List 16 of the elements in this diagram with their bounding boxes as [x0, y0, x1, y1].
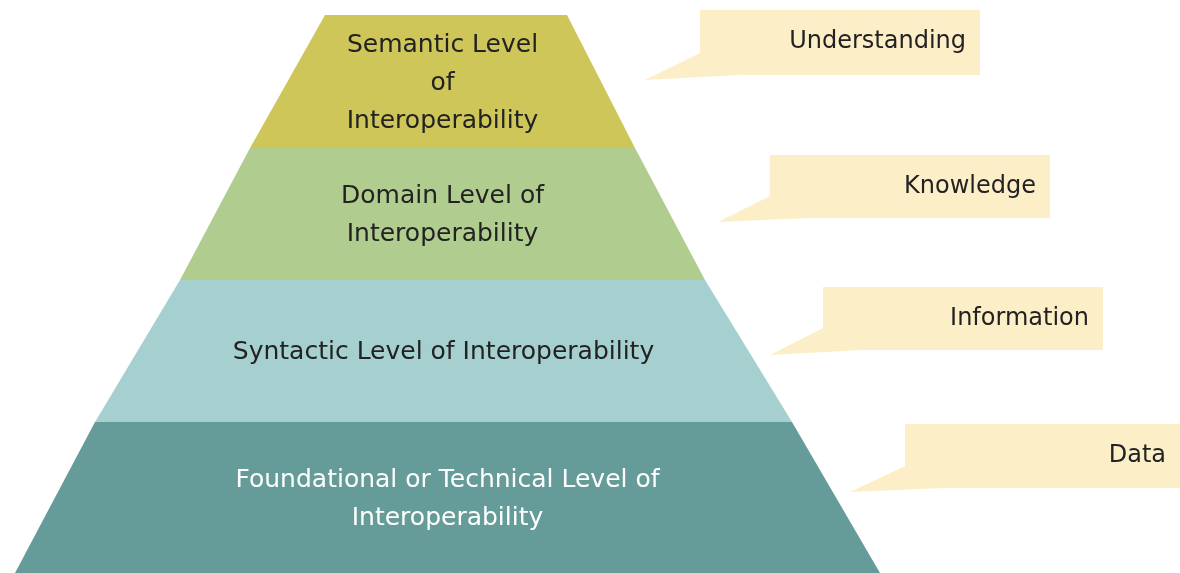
- pyramid-level: [180, 148, 705, 280]
- callout-box: [850, 424, 1180, 492]
- callout-label: Data: [1108, 440, 1166, 468]
- level-label: Domain Level of Interoperability: [340, 179, 546, 249]
- level-label: Foundational or Technical Level of Interoperability: [234, 462, 661, 533]
- pyramid-level: [15, 422, 880, 573]
- pyramid-level: [250, 15, 635, 148]
- pyramid-level: [95, 280, 792, 422]
- level-label: Semantic Level of Interoperability: [345, 27, 540, 136]
- callout-box: [645, 10, 980, 80]
- level-label: Syntactic Level of Interoperability: [231, 335, 656, 367]
- callout-label: Understanding: [789, 26, 966, 54]
- callout-box: [718, 155, 1050, 222]
- callout-label: Information: [950, 303, 1089, 331]
- callout-box: [770, 287, 1103, 355]
- callout-label: Knowledge: [904, 171, 1036, 199]
